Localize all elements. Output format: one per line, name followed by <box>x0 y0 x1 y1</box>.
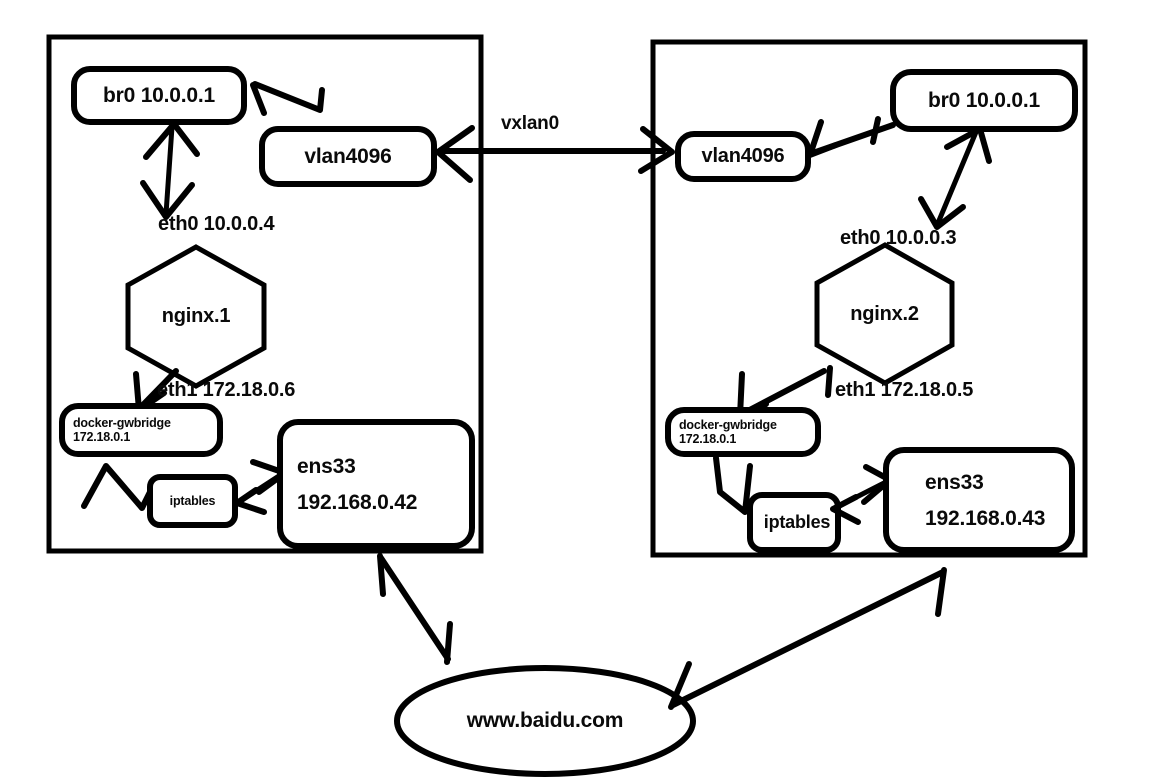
host-left-vlan4096-box <box>259 126 437 187</box>
host-left-ens33-ip: 192.168.0.42 <box>297 491 418 514</box>
host-right-iptables-box <box>747 492 841 553</box>
host-left-iptables-ens33-arrowhead-right <box>250 459 288 495</box>
host-left-vlan4096-label: vlan4096 <box>304 144 392 168</box>
host-right-iptables-label: iptables <box>763 512 831 532</box>
host-left-internet-arrowhead-bottom <box>444 621 453 665</box>
internet-label: www.baidu.com <box>466 709 624 732</box>
host-left-ens33-label: ens33 192.168.0.42 <box>297 438 467 532</box>
host-left-br0-label: br0 10.0.0.1 <box>102 83 215 107</box>
host-right-br0-eth0-arrow-shaft <box>935 129 979 226</box>
host-left-br0-eth0-arrowhead-bottom <box>140 180 195 220</box>
host-right-frame <box>650 39 1088 558</box>
host-left-frame <box>46 34 484 554</box>
host-right-internet-arrowhead-lower <box>668 661 692 710</box>
host-left-gwbridge-label: docker-gwbridge 172.18.0.1 <box>73 408 219 452</box>
host-left-eth1-label: eth1 172.18.0.6 <box>157 379 296 401</box>
host-right-nginx-to-gwbridge-arrowhead <box>737 371 769 419</box>
host-left-internet-arrowhead-top <box>377 553 386 597</box>
host-right-vlan4096-box <box>675 131 811 182</box>
host-left-ens33-name: ens33 <box>297 455 356 478</box>
host-right-iptables-ens33-arrow-shaft <box>832 479 889 511</box>
host-right-iptables-ens33-arrowhead-right <box>861 464 893 505</box>
host-left-internet-arrow-shaft <box>378 555 451 662</box>
host-right-nginx-to-gwbridge-arrow <box>739 368 827 417</box>
host-right-br0-to-vlan-arrowhead <box>807 119 839 158</box>
host-left-gwbridge-ip: 172.18.0.1 <box>73 430 131 444</box>
vxlan0-arrowhead-left <box>435 125 475 183</box>
host-right-ens33-label: ens33 192.168.0.43 <box>925 462 1085 540</box>
host-left-iptables-label: iptables <box>169 494 216 508</box>
host-right-gwbridge-box <box>665 407 821 457</box>
host-right-ens33-box <box>883 447 1075 553</box>
host-right-internet-arrow-shaft <box>670 569 946 708</box>
host-right-br0-to-vlan-tick <box>870 116 881 145</box>
host-right-eth1-label: eth1 172.18.0.5 <box>835 379 974 401</box>
host-right-gwbridge-to-iptables-arrow <box>713 455 753 515</box>
host-right-eth0-label: eth0 10.0.0.3 <box>840 227 957 249</box>
host-left-nginx-hexagon <box>125 244 267 389</box>
host-right-ens33-ip: 192.168.0.43 <box>925 507 1046 530</box>
host-right-nginx-to-gwbridge-tick <box>825 365 833 398</box>
host-left-iptables-ens33-arrowhead-left <box>234 487 267 515</box>
host-right-iptables-ens33-arrowhead-left <box>830 494 861 525</box>
host-right-br0-eth0-arrowhead-bottom <box>918 196 966 230</box>
host-right-nginx-label: nginx.2 <box>850 302 919 325</box>
host-right-internet-arrowhead-upper <box>935 567 947 617</box>
host-left-ens33-box <box>277 419 475 549</box>
host-left-gwbridge-box <box>59 403 223 457</box>
host-right-gwbridge-label: docker-gwbridge 172.18.0.1 <box>679 412 819 452</box>
vxlan0-arrowhead-right <box>638 126 675 174</box>
host-left-eth0-label: eth0 10.0.0.4 <box>158 213 275 235</box>
host-right-br0-box <box>890 69 1078 132</box>
host-left-br0-box <box>71 66 247 125</box>
host-left-iptables-box <box>147 474 238 528</box>
host-right-ens33-name: ens33 <box>925 471 984 494</box>
host-left-gwbridge-name: docker-gwbridge <box>73 416 171 430</box>
host-right-br0-eth0-arrowhead-top <box>944 126 992 164</box>
host-left-br0-eth0-arrow-shaft <box>163 124 175 217</box>
host-left-br0-eth0-arrowhead-top <box>143 121 200 160</box>
vxlan0-label: vxlan0 <box>501 113 559 134</box>
host-left-vlan-to-br0-arrowhead <box>250 82 267 116</box>
host-left-iptables-ens33-arrow-shaft <box>236 471 285 505</box>
host-right-br0-label: br0 10.0.0.1 <box>927 88 1040 112</box>
host-right-vlan4096-label: vlan4096 <box>701 145 785 167</box>
host-right-gwbridge-ip: 172.18.0.1 <box>679 432 737 446</box>
host-left-gwbridge-to-iptables-arrow <box>81 463 155 511</box>
host-right-gwbridge-name: docker-gwbridge <box>679 418 777 432</box>
host-left-vlan-to-br0-arrow <box>252 81 325 113</box>
host-right-br0-to-vlan-arrow <box>810 122 896 156</box>
internet-ellipse <box>394 665 696 777</box>
host-right-nginx-hexagon <box>814 242 955 386</box>
host-left-nginx-label: nginx.1 <box>161 305 231 327</box>
